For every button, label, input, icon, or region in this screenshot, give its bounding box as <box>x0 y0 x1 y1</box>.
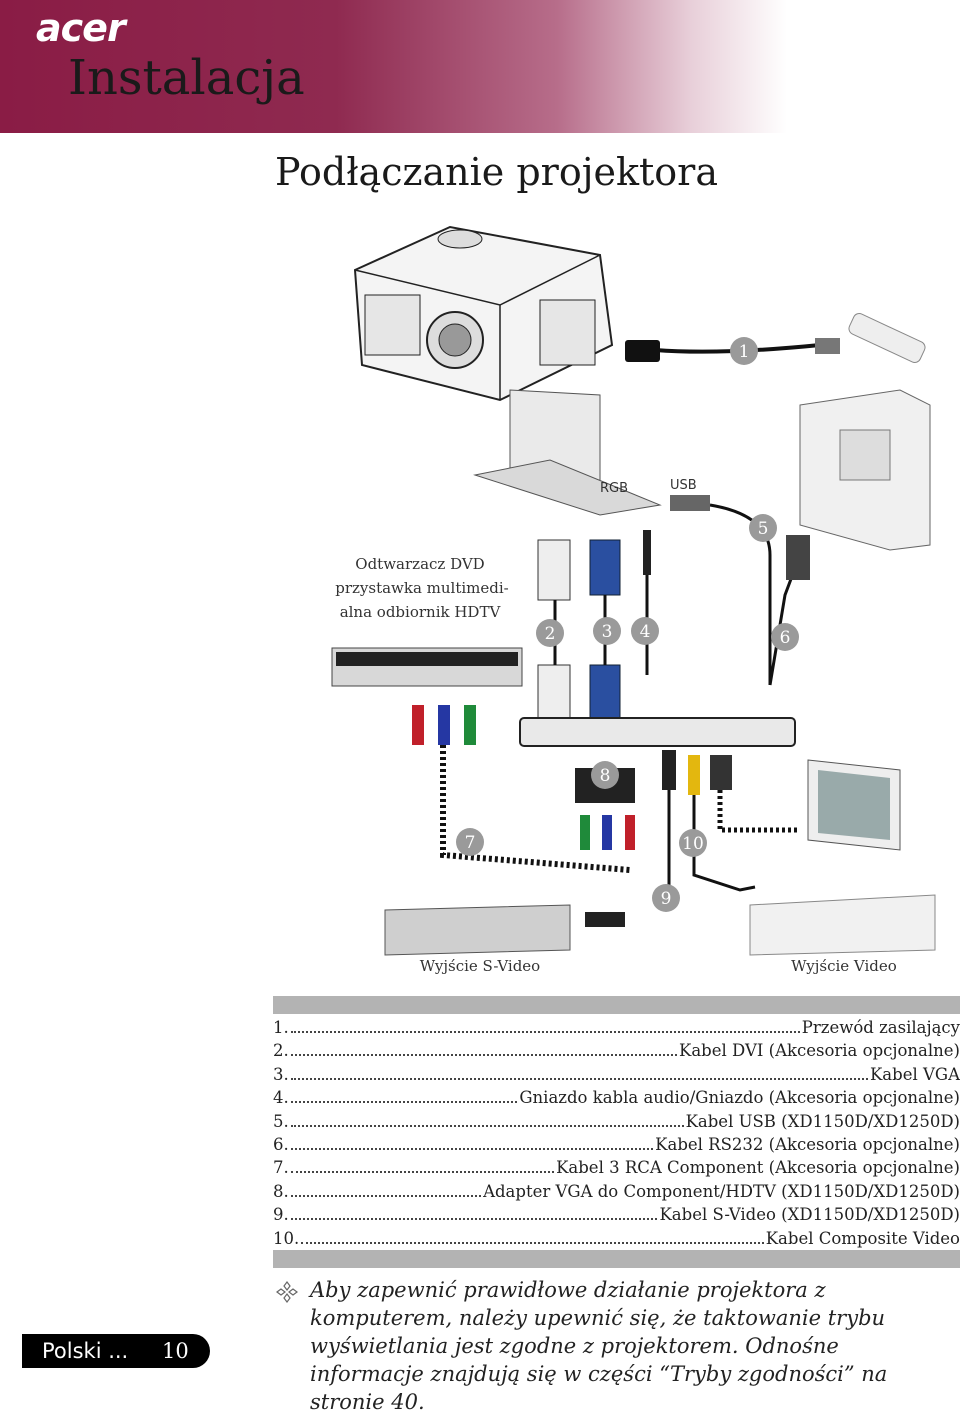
callout-3: 3 <box>593 617 621 645</box>
connection-diagram: RGB USB Odtwarzacz DVD przystawka multim… <box>331 225 936 975</box>
dvd-label-2: przystawka multimedi- <box>335 579 509 597</box>
legend-item: 10.Kabel Composite Video <box>273 1228 960 1248</box>
acer-logo: acer <box>36 6 126 50</box>
svg-text:1: 1 <box>739 342 750 362</box>
svg-text:2: 2 <box>545 624 556 644</box>
legend-item: 4.Gniazdo kabla audio/Gniazdo (Akcesoria… <box>273 1088 960 1108</box>
svg-text:9: 9 <box>661 889 672 909</box>
svg-text:6: 6 <box>780 628 791 648</box>
svg-text:5: 5 <box>758 519 769 539</box>
legend-item: 8.Adapter VGA do Component/HDTV (XD1150D… <box>273 1181 960 1201</box>
page-title: Podłączanie projektora <box>275 150 718 194</box>
legend-item: 6.Kabel RS232 (Akcesoria opcjonalne) <box>273 1134 960 1154</box>
svg-text:3: 3 <box>602 622 613 642</box>
callout-4: 4 <box>631 617 659 645</box>
power-strip-illustration <box>848 313 926 363</box>
vcr-right-illustration <box>749 894 936 956</box>
divider-bottom <box>273 1250 960 1268</box>
vcr-left-illustration <box>384 904 571 956</box>
footer-page-tab: Polski ... 10 <box>22 1334 210 1368</box>
footer-language: Polski ... <box>42 1339 129 1363</box>
svg-text:10: 10 <box>682 834 704 854</box>
callout-10: 10 <box>679 829 707 857</box>
callout-9: 9 <box>652 884 680 912</box>
diamond-bullet-icon <box>276 1281 298 1303</box>
svg-text:8: 8 <box>600 766 611 786</box>
label-video-out: Wyjście Video <box>791 957 897 975</box>
svg-text:4: 4 <box>640 622 651 642</box>
monitor-illustration <box>807 759 901 851</box>
label-svideo-out: Wyjście S-Video <box>420 957 540 975</box>
legend-item: 3.Kabel VGA <box>273 1064 960 1084</box>
dvd-label-1: Odtwarzacz DVD <box>355 555 484 573</box>
legend-item: 1.Przewód zasilający <box>273 1018 960 1037</box>
callout-6: 6 <box>771 623 799 651</box>
projector-illustration <box>353 225 614 402</box>
callout-7: 7 <box>456 828 484 856</box>
legend-item: 2.Kabel DVI (Akcesoria opcjonalne) <box>273 1041 960 1061</box>
header-band <box>0 0 960 133</box>
divider-top <box>273 996 960 1014</box>
cable-legend: 1.Przewód zasilający 2.Kabel DVI (Akceso… <box>273 1018 960 1252</box>
legend-item: 5.Kabel USB (XD1150D/XD1250D) <box>273 1111 960 1131</box>
section-title: Instalacja <box>68 50 305 106</box>
compatibility-note: Aby zapewnić prawidłowe działanie projek… <box>310 1278 888 1414</box>
callout-2: 2 <box>536 619 564 647</box>
laptop-illustration <box>473 389 662 516</box>
label-usb: USB <box>670 478 697 493</box>
desktop-pc-illustration <box>799 389 931 551</box>
callout-8: 8 <box>591 761 619 789</box>
svg-text:7: 7 <box>465 833 476 853</box>
legend-item: 7.Kabel 3 RCA Component (Akcesoria opcjo… <box>273 1158 960 1178</box>
callout-1: 1 <box>730 337 758 365</box>
page-number: 10 <box>162 1339 189 1363</box>
callout-5: 5 <box>749 514 777 542</box>
dvd-label-3: alna odbiornik HDTV <box>340 603 502 621</box>
legend-item: 9.Kabel S-Video (XD1150D/XD1250D) <box>273 1205 960 1225</box>
label-rgb: RGB <box>600 481 628 496</box>
